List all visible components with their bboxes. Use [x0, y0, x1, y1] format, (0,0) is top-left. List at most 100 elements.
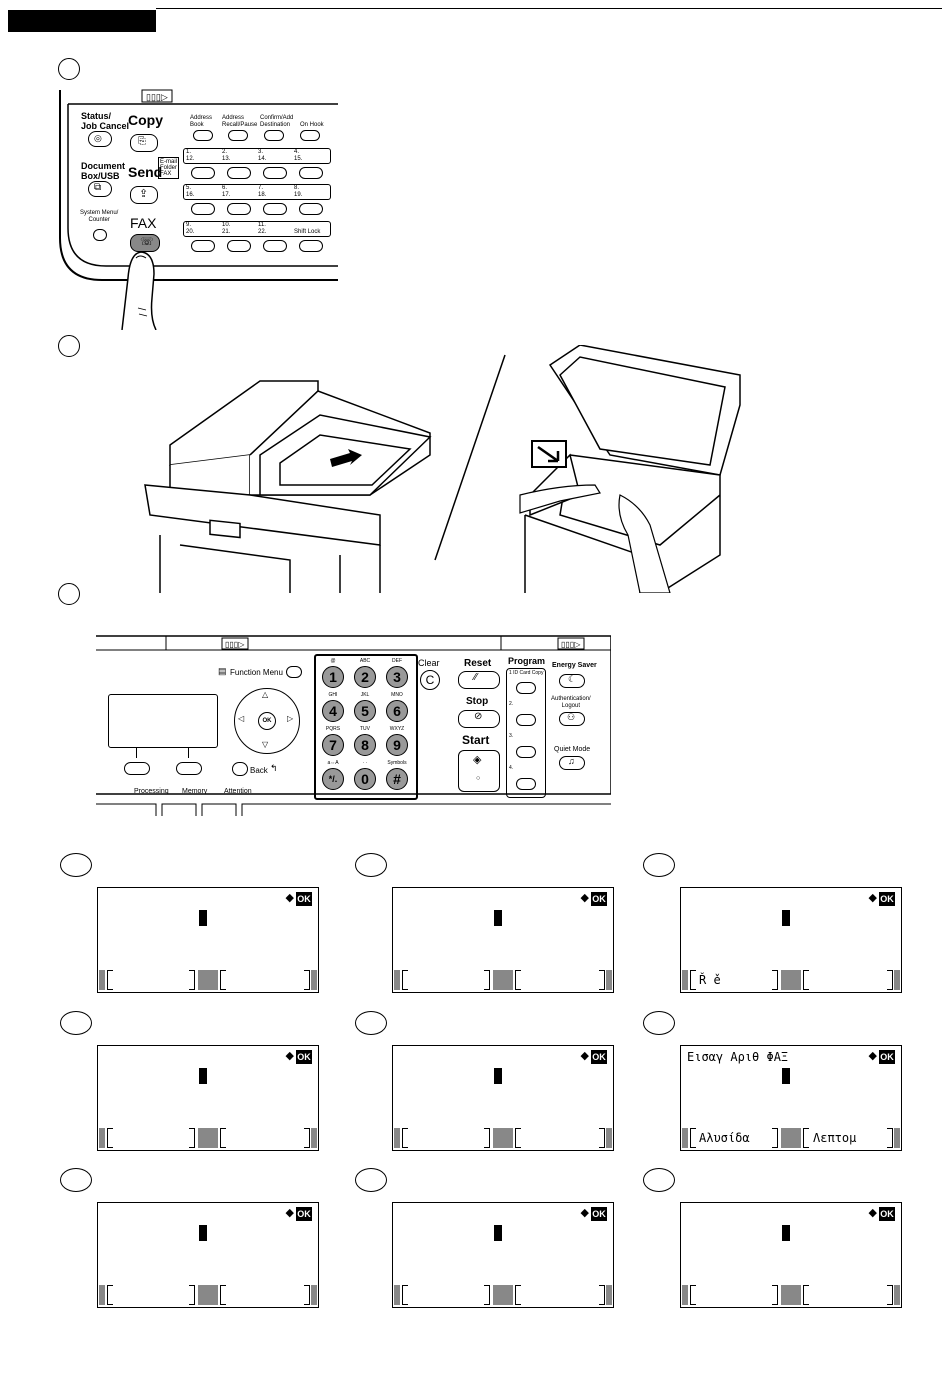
- onetouch-22-label: 22.: [258, 229, 267, 235]
- softkey-left-bracket-open: [107, 970, 113, 990]
- clear-button[interactable]: C: [420, 670, 440, 690]
- cross-key-pad[interactable]: [234, 688, 300, 754]
- header-rule: [156, 8, 942, 9]
- keypad-key-1[interactable]: 2: [354, 666, 376, 688]
- arrow-keys-icon: ◆: [285, 892, 294, 904]
- softkey-left-edge: [682, 970, 688, 990]
- quiet-mode-button[interactable]: ♫: [559, 756, 585, 770]
- confirm-add-destination-button[interactable]: [264, 130, 284, 141]
- keypad-sub-label: TUV: [360, 726, 370, 732]
- program-key-1[interactable]: [516, 682, 536, 694]
- onetouch-key[interactable]: [191, 240, 215, 252]
- keypad-key-10[interactable]: 0: [354, 768, 376, 790]
- function-menu-label: Function Menu: [230, 668, 283, 677]
- address-book-label: Address Book: [190, 115, 213, 128]
- program-1-label: 1 ID Card Copy: [509, 670, 544, 676]
- onetouch-key[interactable]: [299, 167, 323, 179]
- onetouch-key[interactable]: [263, 167, 287, 179]
- system-menu-button[interactable]: [93, 229, 107, 241]
- stop-button[interactable]: ⊘: [458, 710, 500, 728]
- program-key-3[interactable]: [516, 746, 536, 758]
- onetouch-key[interactable]: [299, 203, 323, 215]
- on-hook-button[interactable]: [300, 130, 320, 141]
- onetouch-key[interactable]: [227, 203, 251, 215]
- keypad-key-9[interactable]: */.: [322, 768, 344, 790]
- ok-icon: OK: [296, 892, 312, 906]
- left-arrow-icon[interactable]: ◁: [238, 714, 245, 723]
- document-box-button[interactable]: ⧉: [88, 181, 112, 197]
- shift-lock-key[interactable]: [299, 240, 323, 252]
- softkey-left-bracket-open: [402, 1285, 408, 1305]
- up-arrow-icon[interactable]: △: [262, 690, 269, 699]
- svg-text:▯▯▯▷: ▯▯▯▷: [561, 640, 581, 649]
- keypad-key-6[interactable]: 7: [322, 734, 344, 756]
- left-select-key[interactable]: [124, 762, 150, 775]
- softkey-right-bracket-open: [803, 1285, 809, 1305]
- shift-lock-label: Shift Lock: [294, 229, 321, 235]
- keypad-sub-label: PQRS: [325, 726, 341, 732]
- keypad-key-11[interactable]: #: [386, 768, 408, 790]
- softkey-left-edge: [99, 970, 105, 990]
- onetouch-key[interactable]: [191, 167, 215, 179]
- ok-icon: OK: [591, 892, 607, 906]
- start-button[interactable]: ◈○: [458, 750, 500, 792]
- onetouch-9-label: 9.: [186, 222, 192, 228]
- onetouch-key[interactable]: [263, 203, 287, 215]
- right-select-key[interactable]: [176, 762, 202, 775]
- numeric-keypad: [314, 654, 418, 800]
- address-book-button[interactable]: [193, 130, 213, 141]
- onetouch-key[interactable]: [191, 203, 215, 215]
- softkey-divider: [198, 1285, 218, 1305]
- ok-button[interactable]: OK: [258, 712, 276, 730]
- copy-button[interactable]: ⎘: [130, 134, 158, 152]
- screen-marker-5: [355, 1011, 387, 1035]
- softkey-right-edge: [894, 1128, 900, 1148]
- onetouch-1-label: 1.: [186, 149, 192, 155]
- keypad-sub-label: @: [330, 658, 336, 664]
- down-arrow-icon[interactable]: ▽: [262, 740, 269, 749]
- right-arrow-icon[interactable]: ▷: [287, 714, 294, 723]
- function-menu-button[interactable]: [286, 666, 302, 678]
- lcd-cursor: [494, 1068, 502, 1084]
- lcd-screen-8: ◆OK: [392, 1202, 614, 1308]
- fax-button[interactable]: ☏: [130, 234, 160, 252]
- panel-outline-svg: ▯▯▯▷: [59, 89, 338, 281]
- onetouch-19-label: 19.: [294, 192, 303, 198]
- start-icon: ◈: [473, 754, 482, 766]
- onetouch-20-label: 20.: [186, 229, 195, 235]
- program-key-4[interactable]: [516, 778, 536, 790]
- onetouch-key[interactable]: [227, 167, 251, 179]
- arrow-keys-icon: ◆: [868, 1050, 877, 1062]
- status-job-cancel-button[interactable]: ◎: [88, 131, 112, 147]
- onetouch-11-label: 11.: [258, 222, 266, 228]
- arrow-keys-icon: ◆: [285, 1207, 294, 1219]
- keypad-sub-label: DEF: [392, 658, 402, 664]
- keypad-key-5[interactable]: 6: [386, 700, 408, 722]
- back-button[interactable]: [232, 762, 248, 776]
- send-button[interactable]: ⇪: [130, 186, 158, 204]
- keypad-sub-label: · ·: [362, 760, 368, 766]
- onetouch-key[interactable]: [263, 240, 287, 252]
- keypad-key-8[interactable]: 9: [386, 734, 408, 756]
- address-recall-button[interactable]: [228, 130, 248, 141]
- keypad-key-4[interactable]: 5: [354, 700, 376, 722]
- step-marker-3: [58, 583, 80, 605]
- keypad-key-3[interactable]: 4: [322, 700, 344, 722]
- program-key-2[interactable]: [516, 714, 536, 726]
- reset-button[interactable]: ⁄⁄: [458, 671, 500, 689]
- energy-saver-button[interactable]: ☾: [559, 674, 585, 688]
- onetouch-key[interactable]: [227, 240, 251, 252]
- keypad-key-7[interactable]: 8: [354, 734, 376, 756]
- lcd-screen-2: ◆OK: [392, 887, 614, 993]
- softkey-divider: [781, 1285, 801, 1305]
- stop-label: Stop: [466, 696, 489, 707]
- softkey-left-bracket-open: [107, 1128, 113, 1148]
- authentication-logout-button[interactable]: ⚇: [559, 712, 585, 726]
- lcd-cursor: [494, 910, 502, 926]
- arrow-keys-icon: ◆: [285, 1050, 294, 1062]
- lcd-screen-9: ◆OK: [680, 1202, 902, 1308]
- keypad-key-0[interactable]: 1: [322, 666, 344, 688]
- keypad-key-2[interactable]: 3: [386, 666, 408, 688]
